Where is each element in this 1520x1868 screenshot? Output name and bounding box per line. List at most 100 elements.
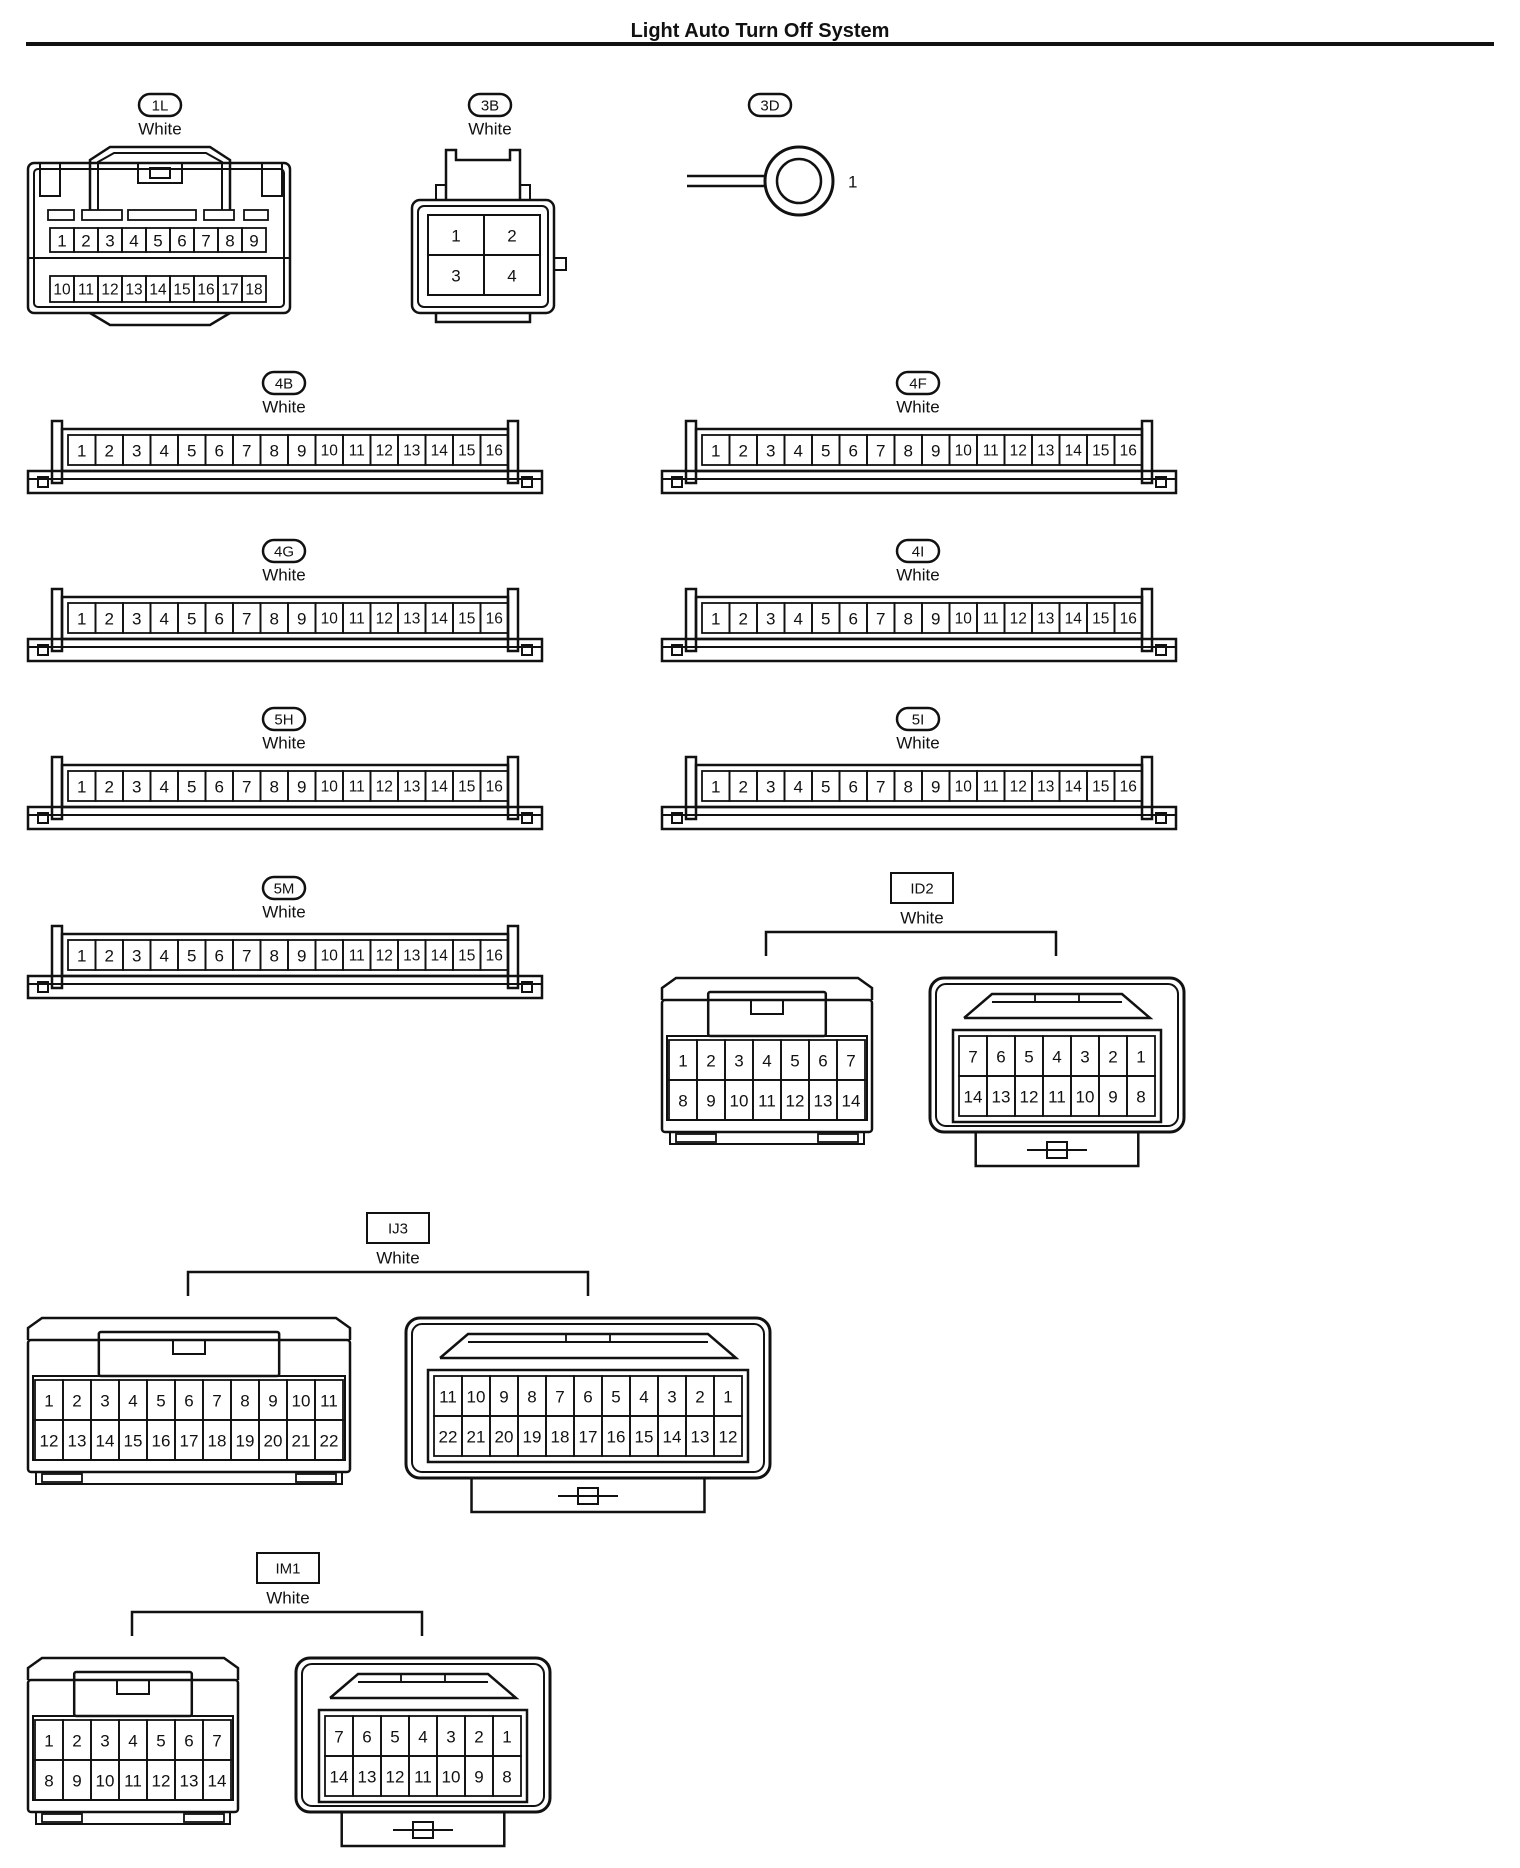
pin-number: 11	[320, 1392, 338, 1411]
housing-top	[660, 976, 874, 1000]
pin-number: 8	[225, 232, 234, 251]
pin-number: 3	[1080, 1048, 1089, 1067]
pin-number: 2	[739, 778, 748, 797]
pin-number: 13	[358, 1768, 377, 1787]
connector-tag-pill	[261, 538, 307, 564]
pin-number: 5	[1024, 1048, 1033, 1067]
pin-number: 14	[431, 611, 449, 628]
slot-bar	[47, 209, 75, 221]
pin-number: 10	[292, 1392, 311, 1411]
slot-bar	[203, 209, 235, 221]
housing-notch	[1155, 812, 1167, 824]
housing-outline	[928, 976, 1186, 1134]
housing-post	[1140, 587, 1154, 653]
connector-tag-pill	[467, 92, 513, 118]
housing-rail	[669, 1131, 865, 1145]
pin-number: 21	[292, 1432, 311, 1451]
pin-number: 1	[44, 1392, 53, 1411]
connector-color-label: White	[262, 566, 305, 585]
pin-number: 7	[968, 1048, 977, 1067]
pin-number: 5	[156, 1392, 165, 1411]
pin-number: 3	[132, 442, 141, 461]
pin-cell	[1126, 1075, 1156, 1117]
pin-number: 8	[904, 778, 913, 797]
pin-number: 1	[77, 442, 86, 461]
pin-number: 6	[849, 610, 858, 629]
housing-base	[660, 637, 1178, 663]
housing-line	[39, 163, 61, 197]
pin-number: 16	[486, 779, 503, 796]
pin-number: 20	[495, 1428, 514, 1447]
pin-number: 14	[663, 1428, 682, 1447]
pin-number: 4	[794, 442, 803, 461]
pin-number: 3	[446, 1728, 455, 1747]
pin-number: 2	[105, 947, 114, 966]
pin-number: 16	[486, 948, 503, 965]
pin-cell	[713, 1415, 743, 1457]
pin-number: 22	[320, 1432, 339, 1451]
pin-number: 14	[431, 443, 449, 460]
housing-base	[26, 974, 544, 1000]
pin-number: 8	[527, 1388, 536, 1407]
pin-number: 2	[72, 1732, 81, 1751]
pin-number: 7	[876, 778, 885, 797]
pin-number: 13	[68, 1432, 87, 1451]
pin-number: 8	[270, 610, 279, 629]
pin-number: 9	[297, 778, 306, 797]
connector-tag-pill	[261, 370, 307, 396]
pin-number: 4	[418, 1728, 427, 1747]
connector-color-label: White	[262, 398, 305, 417]
pin-number: 9	[268, 1392, 277, 1411]
pin-number: 2	[474, 1728, 483, 1747]
pin-number: 12	[786, 1092, 805, 1111]
pin-number: 5	[187, 610, 196, 629]
pin-number: 18	[551, 1428, 570, 1447]
housing-inner	[417, 205, 549, 308]
lock-ridge-slot	[400, 1673, 446, 1683]
pin-number: 13	[403, 948, 420, 965]
pin-number: 19	[236, 1432, 255, 1451]
pair-bracket	[764, 930, 1058, 956]
pin-number: 12	[376, 779, 393, 796]
housing-post	[50, 419, 64, 485]
pin-number: 15	[458, 443, 475, 460]
pin-number: 13	[403, 611, 420, 628]
pin-number: 4	[160, 442, 169, 461]
connector-tag-3D: 3D	[747, 92, 793, 118]
pin-number: 5	[153, 232, 162, 251]
housing-post	[684, 755, 698, 821]
pin-number: 7	[242, 610, 251, 629]
pin-number: 16	[1120, 443, 1137, 460]
housing-rail-slot	[295, 1473, 337, 1483]
pin-number: 7	[212, 1732, 221, 1751]
pin-number: 10	[955, 611, 973, 628]
pin-number: 5	[790, 1052, 799, 1071]
pin-number: 2	[507, 227, 516, 246]
housing-inner	[301, 1663, 545, 1807]
pin-number: 14	[1065, 611, 1083, 628]
housing-post	[1140, 419, 1154, 485]
connector-tag-label: 3B	[481, 98, 499, 115]
housing-hood	[88, 145, 232, 210]
pin-number: 13	[403, 443, 420, 460]
pin-number: 10	[1076, 1088, 1095, 1107]
housing-notch	[521, 981, 533, 993]
pin-number: 2	[105, 610, 114, 629]
pin-cell	[202, 1759, 232, 1801]
pin-number: 2	[105, 778, 114, 797]
housing-post	[506, 924, 520, 990]
pin-number: 2	[81, 232, 90, 251]
connector-tag-label: 5M	[274, 881, 295, 898]
pin-frame	[426, 1368, 750, 1464]
connector-color-label: White	[900, 909, 943, 928]
housing-latch	[974, 1132, 1140, 1168]
